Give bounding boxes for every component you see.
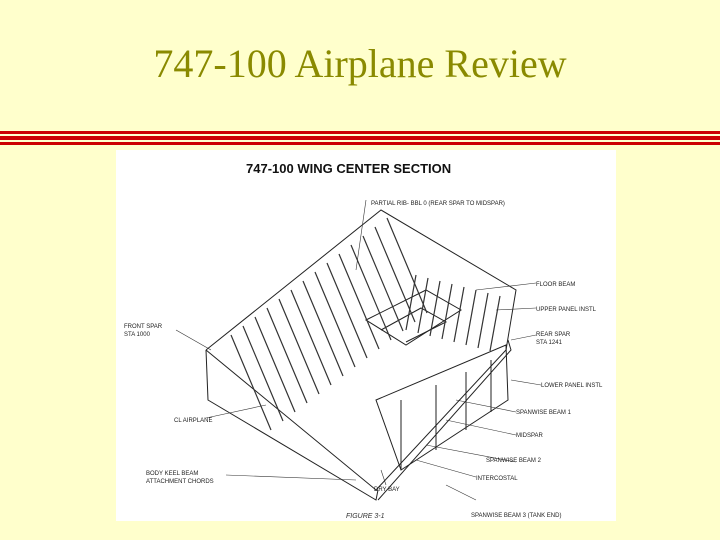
label-attachment-chords: ATTACHMENT CHORDS bbox=[146, 479, 214, 485]
label-floor-beam: FLOOR BEAM bbox=[536, 282, 575, 288]
wing-diagram: 747-100 WING CENTER SECTION bbox=[124, 161, 603, 520]
label-spanwise-beam-2: SPANWISE BEAM 2 bbox=[486, 458, 542, 464]
rib-line bbox=[405, 274, 417, 331]
wing-center-section-figure: 747-100 WING CENTER SECTION bbox=[116, 150, 616, 521]
wing-structure-drawing bbox=[205, 209, 517, 501]
rib-line bbox=[254, 316, 296, 413]
rib-line bbox=[465, 289, 477, 346]
rib-line bbox=[314, 271, 356, 368]
label-intercostal: INTERCOSTAL bbox=[476, 476, 518, 482]
rib-line bbox=[417, 277, 429, 334]
rib-lines bbox=[230, 217, 501, 431]
label-lower-panel: LOWER PANEL INSTL bbox=[541, 383, 603, 389]
rib-line bbox=[338, 253, 380, 350]
label-cl-airplane: CL AIRPLANE bbox=[174, 418, 212, 424]
rib-line bbox=[453, 286, 465, 343]
label-figure-number: FIGURE 3-1 bbox=[346, 513, 385, 520]
rib-line bbox=[374, 226, 416, 323]
rib-line bbox=[489, 295, 501, 352]
slide-title: 747-100 Airplane Review bbox=[153, 41, 567, 86]
title-rule-top bbox=[0, 131, 720, 134]
label-body-keel-beam: BODY KEEL BEAM bbox=[146, 471, 198, 477]
label-spanwise-beam-3: SPANWISE BEAM 3 (TANK END) bbox=[471, 513, 561, 519]
rib-line bbox=[386, 217, 428, 314]
title-rule-bottom bbox=[0, 142, 720, 145]
label-front-spar: FRONT SPAR bbox=[124, 324, 163, 330]
rib-line bbox=[350, 244, 392, 341]
rib-line bbox=[362, 235, 404, 332]
label-rear-spar: REAR SPAR bbox=[536, 332, 571, 338]
figure-title: 747-100 WING CENTER SECTION bbox=[246, 161, 451, 176]
rib-line bbox=[302, 280, 344, 377]
rib-line bbox=[230, 334, 272, 431]
leader-lines bbox=[175, 199, 542, 501]
label-spanwise-beam-1: SPANWISE BEAM 1 bbox=[516, 410, 572, 416]
label-front-spar-sta: STA 1000 bbox=[124, 332, 151, 338]
rib-line bbox=[441, 283, 453, 340]
rib-line bbox=[278, 298, 320, 395]
rib-line bbox=[429, 280, 441, 337]
label-dry-bay: DRY BAY bbox=[374, 487, 400, 493]
rib-line bbox=[477, 292, 489, 349]
label-midspar: MIDSPAR bbox=[516, 433, 544, 439]
label-rear-spar-sta: STA 1241 bbox=[536, 340, 563, 346]
rib-line bbox=[242, 325, 284, 422]
label-partial-rib: PARTIAL RIB- BBL 0 (REAR SPAR TO MIDSPAR… bbox=[371, 201, 505, 207]
rib-line bbox=[326, 262, 368, 359]
rib-line bbox=[290, 289, 332, 386]
rib-line bbox=[266, 307, 308, 404]
label-upper-panel: UPPER PANEL INSTL bbox=[536, 307, 597, 313]
title-rule-middle bbox=[0, 136, 720, 140]
